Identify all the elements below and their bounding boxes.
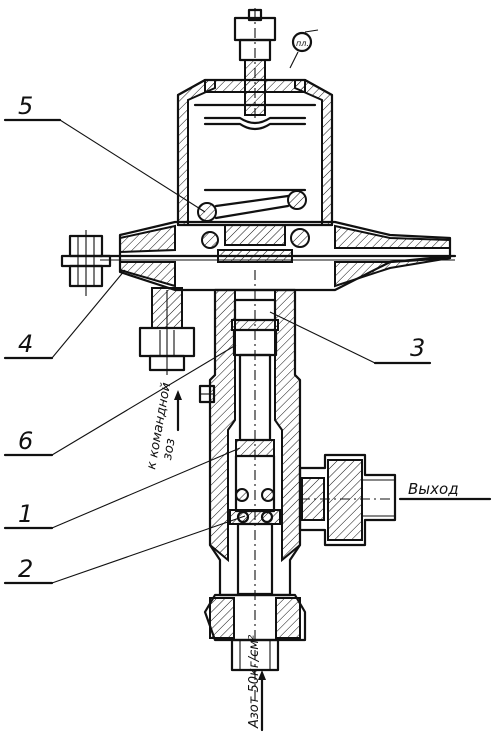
diaphragm-flange <box>98 220 457 292</box>
command-chamber-label-line2: зоз <box>160 437 179 461</box>
side-plug <box>198 384 216 404</box>
outlet-fitting <box>298 453 430 547</box>
seal-mark: пл. <box>289 29 319 69</box>
callout-4: 4 <box>18 330 33 358</box>
command-chamber-fitting <box>138 287 196 375</box>
callout-6: 6 <box>18 427 33 455</box>
flange-bolt <box>60 230 112 296</box>
inlet-label: Азот 50кг/см² <box>247 635 262 729</box>
spring-housing <box>176 78 334 227</box>
adjusting-screw <box>233 8 277 130</box>
callout-2: 2 <box>18 555 33 583</box>
spring <box>197 188 310 249</box>
callout-5: 5 <box>18 92 33 120</box>
callout-3: 3 <box>410 334 425 362</box>
callout-1: 1 <box>18 500 33 528</box>
inlet-fitting <box>203 593 307 672</box>
seal-mark-text: пл. <box>296 39 309 48</box>
outlet-label: Выход <box>408 480 459 498</box>
leader-lines <box>3 118 492 732</box>
valve-body <box>208 270 302 700</box>
